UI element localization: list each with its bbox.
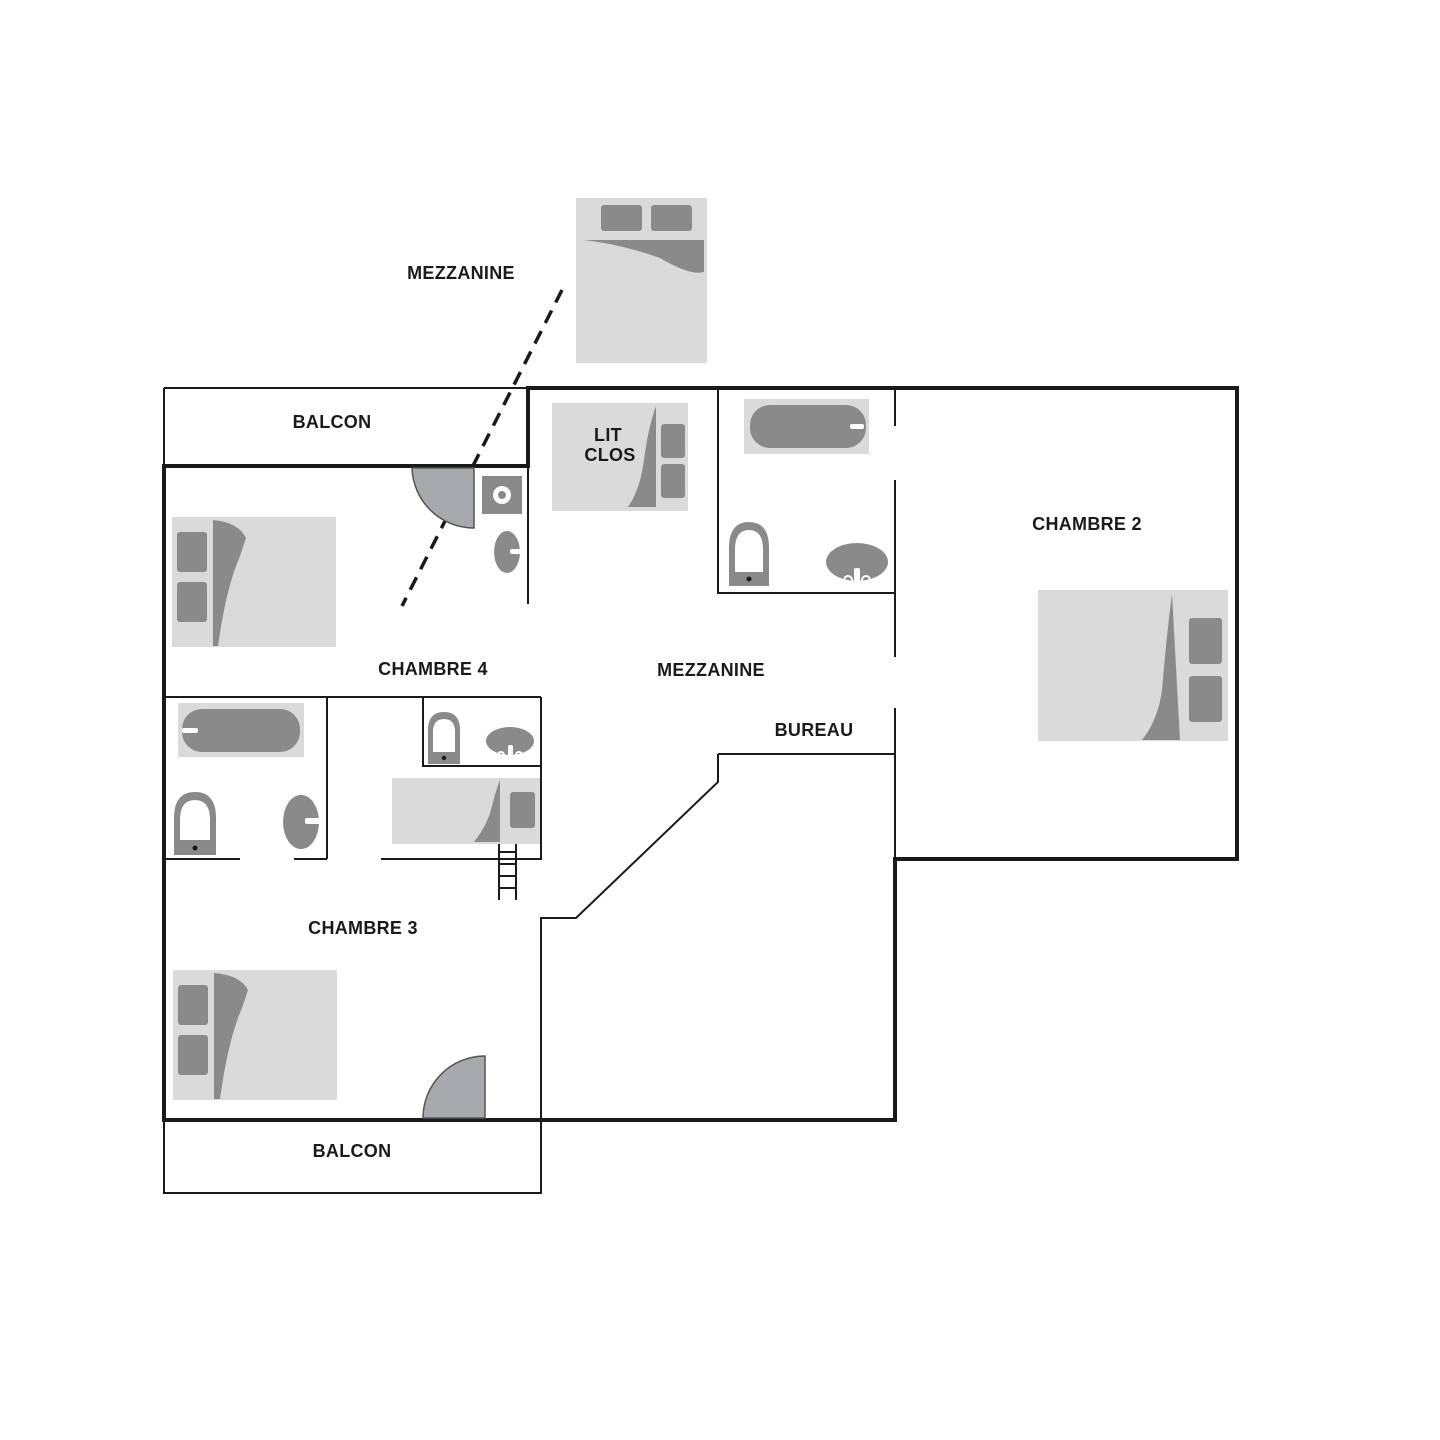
label-mezzanine-center: MEZZANINE bbox=[657, 660, 765, 680]
sink-icon bbox=[826, 543, 888, 588]
label-chambre-4: CHAMBRE 4 bbox=[378, 659, 488, 679]
label-mezzanine-top: MEZZANINE bbox=[407, 263, 515, 283]
mezzanine-boundary-line bbox=[400, 289, 564, 607]
bed-icon bbox=[552, 403, 688, 511]
toilet-icon bbox=[428, 712, 460, 764]
walls bbox=[162, 386, 1239, 1194]
door-swing-icon bbox=[422, 1055, 486, 1119]
shower-icon bbox=[482, 476, 522, 514]
bed-icon bbox=[392, 778, 540, 844]
bed-icon bbox=[576, 198, 707, 363]
label-bureau: BUREAU bbox=[775, 720, 854, 740]
bathtub-icon bbox=[744, 399, 869, 454]
sink-icon bbox=[494, 531, 524, 573]
toilet-icon bbox=[174, 792, 216, 855]
label-lit-clos-line1: LIT bbox=[594, 425, 622, 445]
label-chambre-3: CHAMBRE 3 bbox=[308, 918, 418, 938]
bed-icon bbox=[173, 970, 337, 1100]
label-balcon-top: BALCON bbox=[293, 412, 372, 432]
label-chambre-2: CHAMBRE 2 bbox=[1032, 514, 1142, 534]
bed-icon bbox=[1038, 590, 1228, 741]
ladder-icon bbox=[498, 844, 517, 900]
toilet-icon bbox=[729, 522, 769, 586]
bathtub-icon bbox=[178, 703, 304, 757]
sink-icon bbox=[486, 727, 534, 761]
sink-icon bbox=[283, 795, 323, 849]
label-lit-clos-line2: CLOS bbox=[584, 445, 635, 465]
bed-icon bbox=[172, 517, 336, 647]
label-balcon-bottom: BALCON bbox=[313, 1141, 392, 1161]
door-swing-icon bbox=[411, 467, 475, 529]
